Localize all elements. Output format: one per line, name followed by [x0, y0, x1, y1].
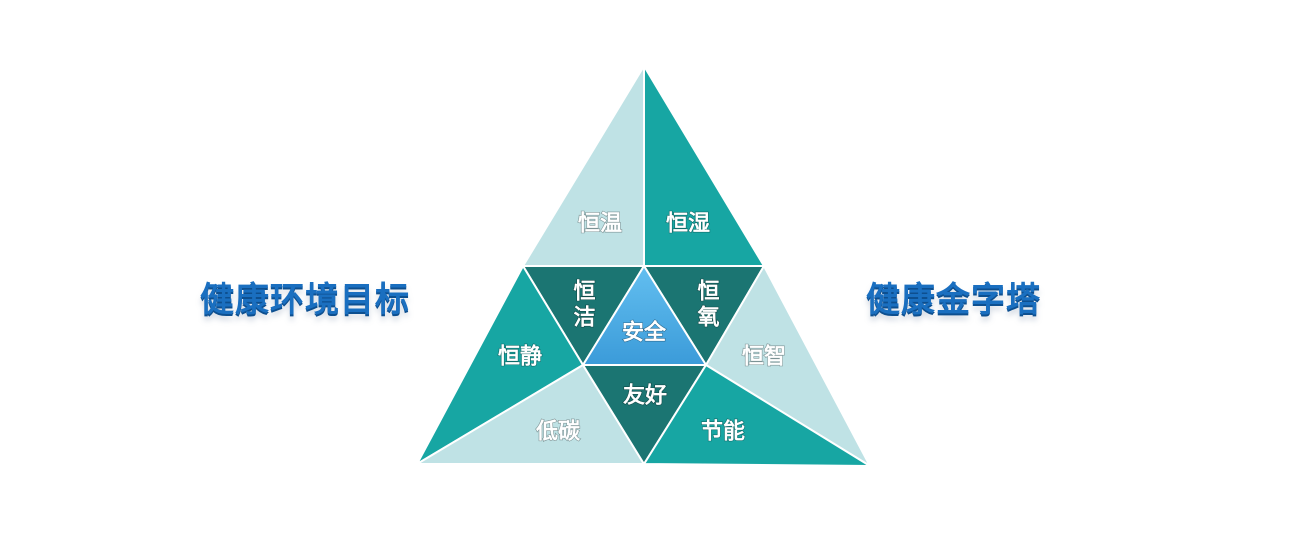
label-safety: 安全: [622, 320, 667, 346]
label-constant-clean: 恒洁: [570, 278, 596, 331]
label-low-carbon: 低碳: [535, 420, 581, 445]
label-friendly: 友好: [623, 383, 667, 409]
label-constant-temp: 恒温: [578, 211, 622, 237]
label-energy-saving: 节能: [701, 419, 745, 445]
label-constant-oxygen: 恒氧: [694, 278, 721, 331]
cell-energy-saving: [642, 363, 874, 468]
label-constant-quiet: 恒静: [498, 344, 542, 370]
left-title: 健康环境目标: [200, 280, 410, 320]
label-constant-humidity: 恒湿: [666, 211, 710, 237]
right-title: 健康金字塔: [866, 280, 1041, 320]
label-constant-smart: 恒智: [742, 344, 786, 370]
